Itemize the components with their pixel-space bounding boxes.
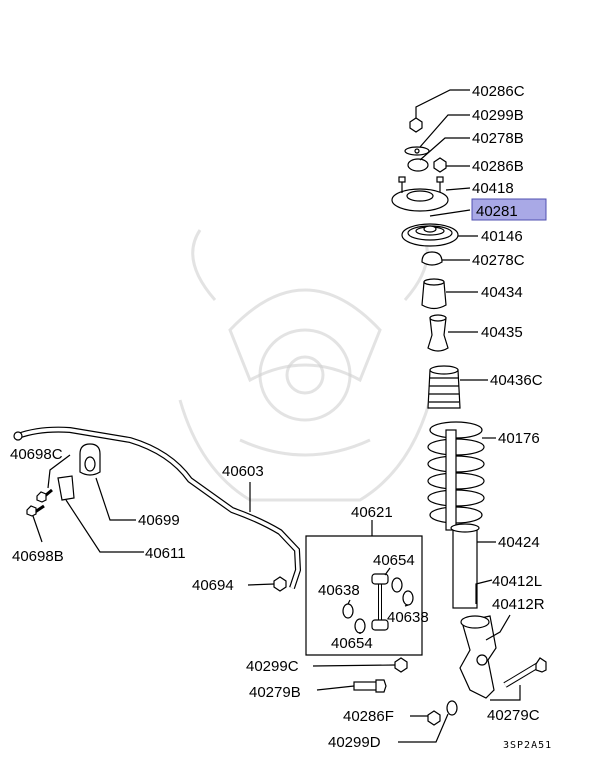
label-40286b[interactable]: 40286B	[472, 158, 524, 175]
lower-bushing	[421, 251, 443, 266]
bump-rubber	[421, 281, 447, 310]
label-40279c[interactable]: 40279C	[487, 707, 540, 724]
upper-bushing	[407, 158, 429, 172]
label-40424[interactable]: 40424	[498, 534, 540, 551]
bracket-bolt-lower	[26, 504, 45, 517]
label-40146[interactable]: 40146	[481, 228, 523, 245]
spring-seat	[401, 223, 459, 247]
stabilizer-assembly	[13, 426, 302, 592]
label-40698b[interactable]: 40698B	[12, 548, 64, 565]
label-40299d[interactable]: 40299D	[328, 734, 381, 751]
label-40654-upper[interactable]: 40654	[373, 552, 415, 569]
label-40286f[interactable]: 40286F	[343, 708, 394, 725]
knuckle-nut	[427, 710, 441, 726]
label-40279b[interactable]: 40279B	[249, 684, 301, 701]
mount-nut	[433, 157, 447, 173]
link-nut	[273, 576, 287, 592]
knuckle-bolt	[503, 657, 547, 688]
label-40638-right[interactable]: 40638	[387, 609, 429, 626]
link-lower-bolt	[353, 679, 387, 693]
label-40434[interactable]: 40434	[481, 284, 523, 301]
label-40278c[interactable]: 40278C	[472, 252, 525, 269]
label-40654-lower[interactable]: 40654	[331, 635, 373, 652]
label-40176[interactable]: 40176	[498, 430, 540, 447]
label-40611[interactable]: 40611	[145, 545, 186, 562]
strut-body	[445, 429, 480, 609]
diagram-code: 3SP2A51	[503, 740, 552, 751]
bracket-bolt-upper	[36, 488, 53, 503]
label-40436c[interactable]: 40436C	[490, 372, 543, 389]
stabilizer-bushing	[79, 443, 101, 476]
label-40281[interactable]: 40281	[476, 203, 518, 220]
label-40435[interactable]: 40435	[481, 324, 523, 341]
label-40299c[interactable]: 40299C	[246, 658, 299, 675]
link-bushing	[391, 577, 403, 593]
link-bushing	[342, 603, 354, 619]
top-nut	[409, 117, 423, 133]
label-40694[interactable]: 40694	[192, 577, 234, 594]
label-40638-left[interactable]: 40638	[318, 582, 360, 599]
stabilizer-link	[371, 573, 389, 631]
highlighted-part-box[interactable]	[471, 198, 547, 221]
dust-boot	[427, 365, 461, 409]
strut-mount	[391, 176, 449, 212]
label-40299b[interactable]: 40299B	[472, 107, 524, 124]
knuckle-washer	[446, 700, 458, 716]
label-40278b[interactable]: 40278B	[472, 130, 524, 147]
label-40698c[interactable]: 40698C	[10, 446, 63, 463]
label-40603[interactable]: 40603	[222, 463, 264, 480]
label-40412r[interactable]: 40412R	[492, 596, 545, 613]
label-40418[interactable]: 40418	[472, 180, 514, 197]
strut-assembly	[391, 117, 547, 726]
label-40621[interactable]: 40621	[351, 504, 393, 521]
label-40412l[interactable]: 40412L	[492, 573, 542, 590]
link-bushing	[402, 590, 414, 606]
leader-lines	[32, 89, 521, 743]
link-bushing	[354, 618, 366, 634]
label-40286c[interactable]: 40286C	[472, 83, 525, 100]
stabilizer-link-kit	[305, 535, 423, 656]
bump-stop	[427, 317, 449, 352]
part-labels: 40286C 40299B 40278B 40286B 40418 40281 …	[10, 83, 552, 751]
label-40699[interactable]: 40699	[138, 512, 180, 529]
steering-knuckle	[459, 615, 497, 699]
stabilizer-bracket	[57, 475, 75, 501]
link-lower-nut	[394, 657, 408, 673]
samurai-watermark	[178, 229, 432, 502]
